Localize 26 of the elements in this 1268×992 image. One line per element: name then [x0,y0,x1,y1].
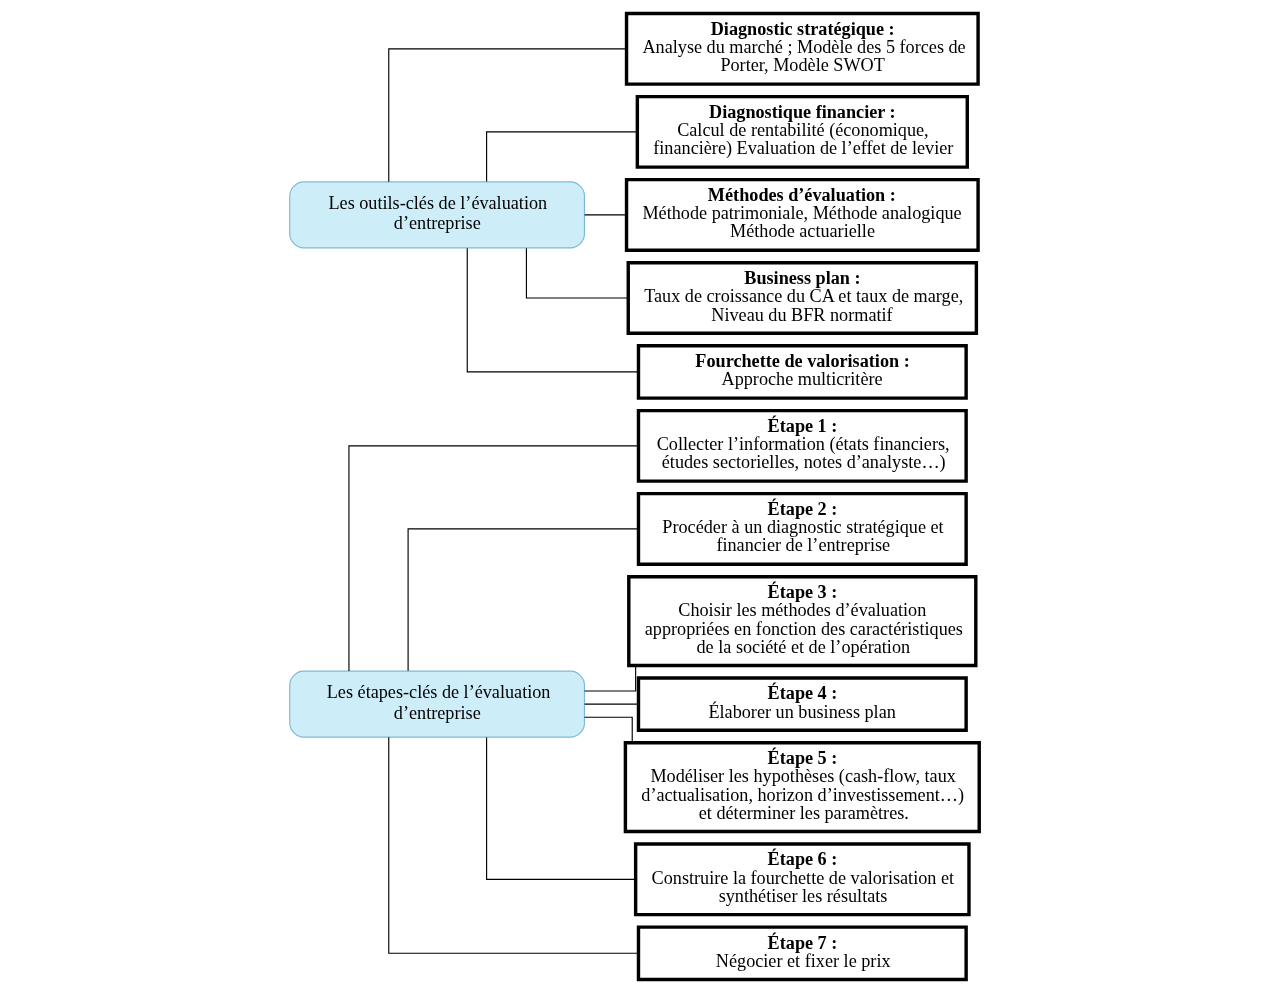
node-box: Étape 4 : Élaborer un business plan [636,675,968,732]
connector [583,703,639,705]
node-box: Étape 2 : Procéder à un diagnostic stratégique et financier de l’entreprise [636,491,968,566]
connector [407,527,639,671]
node-box: Diagnostique financier : Calcul de rentabilité (économique, financière) Evaluation de l’effet de levier [635,94,969,169]
node-box: Étape 3 : Choisir les méthodes d’évaluation appropriées en fonction des caractéristiques de la société et de l’opération [626,574,977,667]
connector [583,716,633,743]
connector [387,47,627,182]
node-box: Méthodes d’évaluation : Méthode patrimoniale, Méthode analogique Méthode actuarielle [624,177,980,252]
node-box: Business plan : Taux de croissance du CA et taux de marge, Niveau du BFR normatif [626,260,978,335]
node-box: Diagnostic stratégique : Analyse du marché ; Modèle des 5 forces de Porter, Modèle SWOT [624,11,980,86]
connector [485,130,638,182]
node-box: Étape 1 : Collecter l’information (états financiers, études sectorielles, notes d’analyste…) [636,408,968,483]
node-box: Étape 5 : Modéliser les hypothèses (cash-flow, taux d’actualisation, horizon d’investissement…) et déterminer les paramètres. [623,740,981,833]
node-box: Étape 7 : Négocier et fixer le prix [636,924,968,981]
node-box: Étape 6 : Construire la fourchette de valorisation et synthétiser les résultats [633,841,971,916]
node-box: Fourchette de valorisation : Approche multicritère [636,343,968,400]
connector [525,247,629,299]
connector [583,664,636,692]
connector [485,736,636,880]
connector [387,736,639,954]
connector [347,444,639,671]
node-box: Les étapes-clés de l’évaluation d’entreprise [288,670,585,738]
connector [583,213,627,215]
node-box: Les outils-clés de l’évaluation d’entreprise [288,180,585,248]
connector [466,247,639,372]
